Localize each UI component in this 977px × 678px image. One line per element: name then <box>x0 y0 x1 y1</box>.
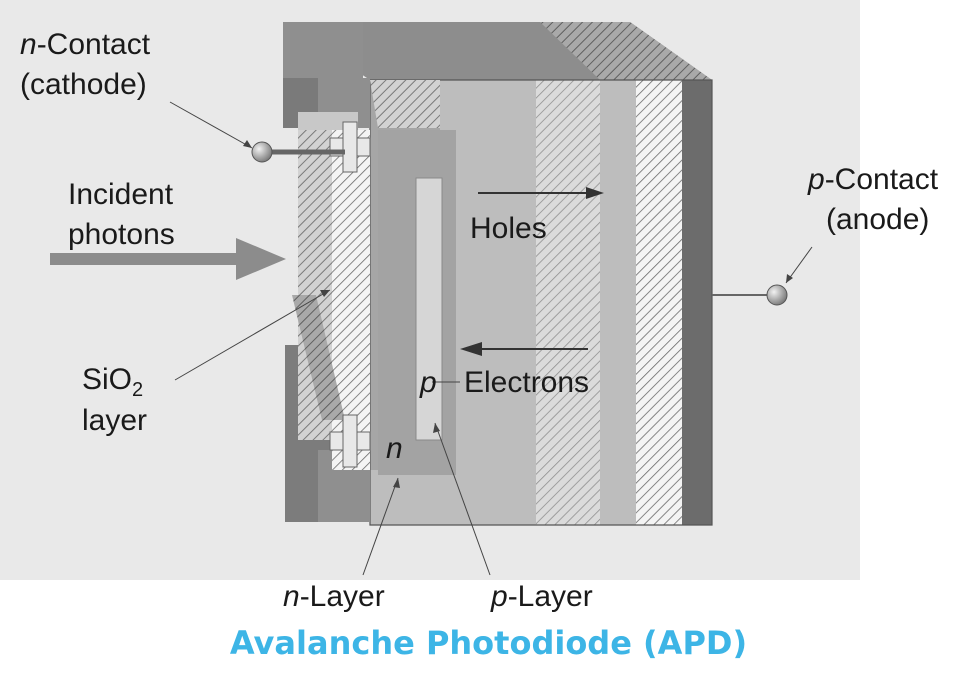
n-region-label: n <box>386 432 403 465</box>
p-region-label: p <box>420 366 437 399</box>
n-region-top-hatch <box>370 80 440 128</box>
ball-terminal-icon <box>251 141 273 163</box>
ball-terminal-icon <box>766 284 788 306</box>
left-arrow-icon <box>460 342 588 356</box>
leader-lines <box>169 101 813 576</box>
right-arrow-icon <box>478 187 604 199</box>
sio2-layer-inner <box>332 130 370 470</box>
cathode-label: (cathode) <box>20 68 147 101</box>
right-arrow-icon <box>50 238 286 280</box>
n-layer-label: n-Layer <box>283 580 385 613</box>
sio2-label: SiO2 <box>82 363 144 401</box>
anode-label: (anode) <box>826 203 930 236</box>
n-contact-metal-top <box>329 121 371 173</box>
sio2-lower-wedge <box>292 295 345 420</box>
top-contact-block <box>283 22 370 132</box>
incident-photons-label-2: photons <box>68 218 175 251</box>
sio2-layer-label: layer <box>82 404 148 437</box>
incident-photons-label-1: Incident <box>68 178 174 211</box>
leader-arrowheads <box>243 140 793 488</box>
holes-label: Holes <box>470 212 547 245</box>
figure-title: Avalanche Photodiode (APD) <box>229 624 748 662</box>
electrons-label: Electrons <box>464 366 590 399</box>
n-contact-metal-bottom <box>329 414 371 468</box>
p-layer-label: p-Layer <box>491 580 593 613</box>
p-contact-label: p-Contact <box>808 163 939 196</box>
n-contact-label: n-Contact <box>20 28 151 61</box>
p-layer-strip <box>415 177 443 441</box>
